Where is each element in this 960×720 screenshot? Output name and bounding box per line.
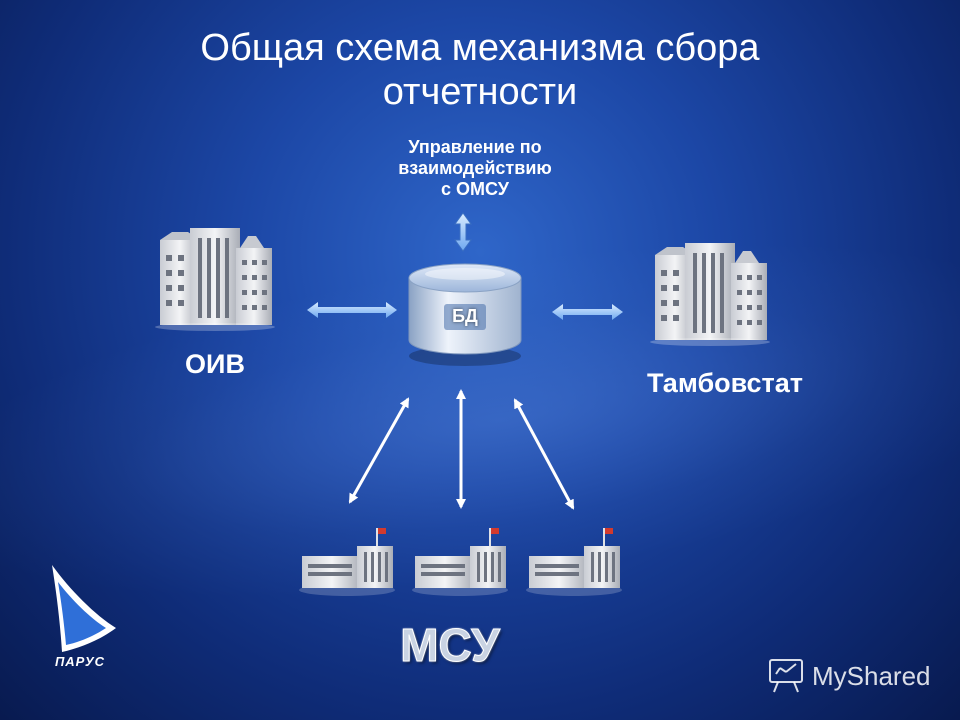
- slide-title-line1: Общая схема механизма сбора: [200, 27, 760, 69]
- oiv-label: ОИВ: [185, 349, 245, 379]
- watermark-text: MyShared: [812, 660, 931, 691]
- arrow-db-upravlenie: [454, 212, 472, 252]
- msu-building-icon-1: [299, 528, 395, 596]
- arrow-db-tambovstat: [552, 304, 623, 320]
- msu-building-icon-3: [526, 528, 622, 596]
- presentation-icon: [769, 659, 803, 693]
- upravlenie-label-line1: Управление по: [408, 137, 542, 157]
- arrow-db-msu-left: [348, 397, 410, 504]
- tambovstat-buildings-icon: [650, 243, 770, 346]
- arrows-db-msu: [348, 389, 575, 510]
- arrow-db-msu-right: [513, 398, 575, 510]
- sail-logo-icon: [52, 565, 116, 652]
- msu-label: МСУ: [400, 619, 501, 672]
- upravlenie-label-line3: с ОМСУ: [441, 179, 509, 199]
- oiv-buildings-icon: [155, 228, 275, 331]
- database-label: БД: [452, 306, 478, 326]
- parus-logo-text: ПАРУС: [54, 654, 106, 669]
- arrow-oiv-db: [307, 302, 397, 318]
- watermark: MyShared: [770, 656, 931, 696]
- tambovstat-label: Тамбовстат: [646, 368, 804, 398]
- upravlenie-label: Управление по взаимодействию с ОМСУ: [360, 137, 590, 200]
- upravlenie-label-line2: взаимодействию: [398, 158, 552, 178]
- msu-building-icon-2: [412, 528, 508, 596]
- slide-title-line2: отчетности: [382, 71, 578, 113]
- slide-title: Общая схема механизма сбора отчетности: [0, 26, 960, 114]
- database-icon: [408, 263, 522, 366]
